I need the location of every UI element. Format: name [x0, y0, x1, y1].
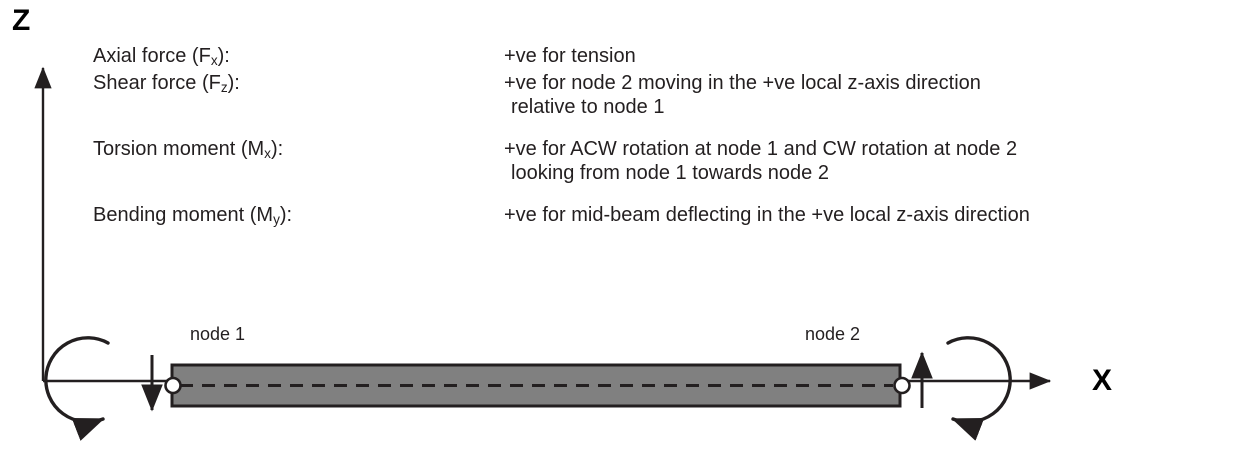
- convention-desc-axial-force: +ve for tension: [504, 45, 636, 67]
- z-axis-label: Z: [12, 4, 31, 37]
- convention-name-torsion-moment: Torsion moment (Mx):: [93, 138, 284, 162]
- convention-row-bending-moment: Bending moment (My): +ve for mid-beam de…: [93, 203, 1233, 227]
- node-1-marker: [164, 376, 182, 395]
- convention-desc-shear-force-line2: relative to node 1: [511, 96, 665, 118]
- node-1-torsion-moment-arc: [44, 336, 110, 441]
- convention-row-torsion-moment: Torsion moment (Mx): +ve for ACW rotatio…: [93, 137, 1233, 161]
- beam-element: [170, 363, 902, 408]
- convention-cont-torsion-moment: looking from node 1 towards node 2: [93, 161, 1233, 185]
- convention-name-bending-moment: Bending moment (My):: [93, 204, 293, 228]
- convention-desc-torsion-moment: +ve for ACW rotation at node 1 and CW ro…: [504, 138, 1018, 160]
- convention-name-axial-force: Axial force (Fx):: [93, 45, 230, 69]
- convention-desc-torsion-moment-line2: looking from node 1 towards node 2: [511, 162, 829, 184]
- node-2-marker: [893, 376, 911, 395]
- x-axis-label: X: [1092, 364, 1113, 397]
- convention-name-shear-force: Shear force (Fz):: [93, 72, 240, 96]
- node-2-torsion-moment-arc: [946, 336, 1012, 441]
- node-1-label: node 1: [190, 324, 246, 344]
- convention-desc-bending-moment: +ve for mid-beam deflecting in the +ve l…: [504, 204, 1030, 226]
- node-2-label: node 2: [805, 324, 861, 344]
- convention-desc-shear-force: +ve for node 2 moving in the +ve local z…: [504, 72, 981, 94]
- convention-cont-shear-force: relative to node 1: [93, 95, 1233, 119]
- convention-row-shear-force: Shear force (Fz): +ve for node 2 moving …: [93, 71, 1233, 95]
- convention-row-axial-force: Axial force (Fx): +ve for tension: [93, 44, 1233, 68]
